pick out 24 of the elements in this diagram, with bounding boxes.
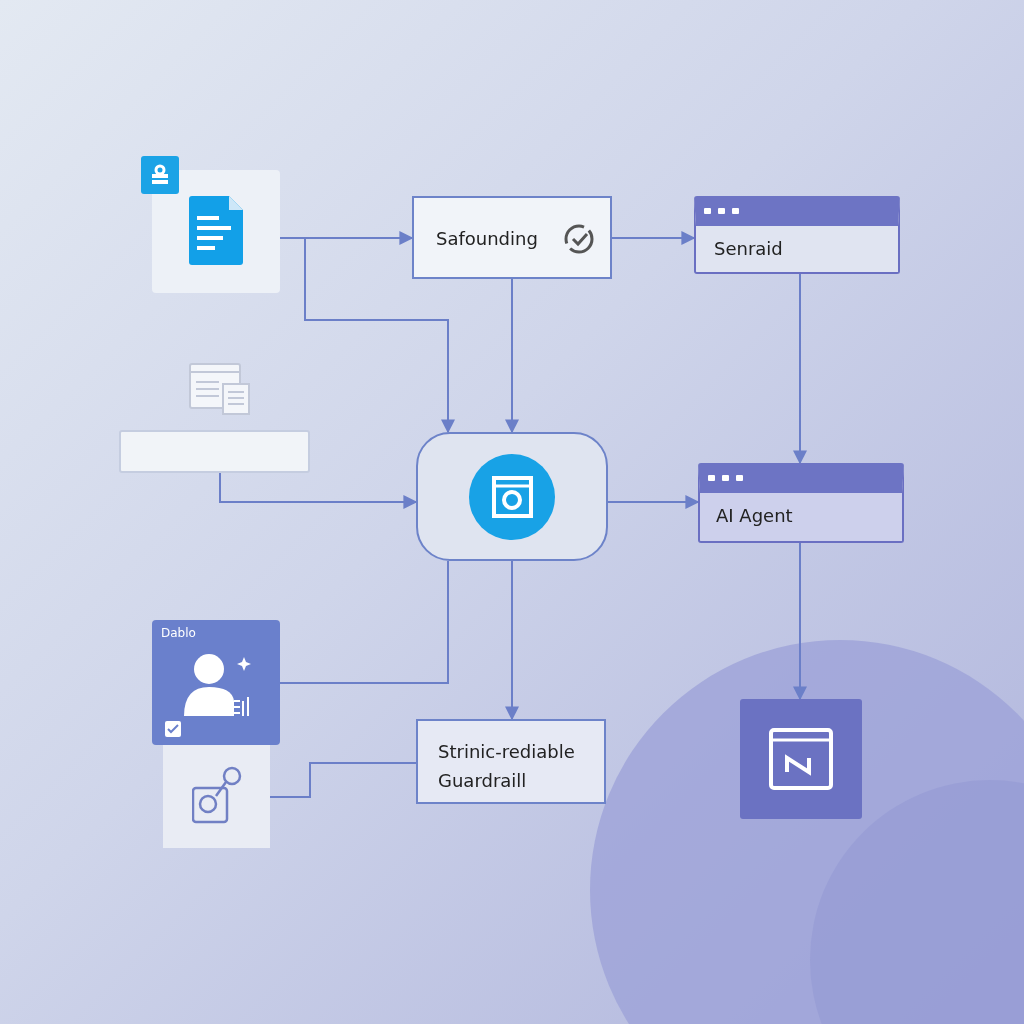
connector-line	[269, 762, 417, 798]
app-tile	[740, 699, 862, 819]
source-box	[119, 430, 310, 473]
node-label: Senraid	[714, 238, 783, 259]
window-box	[698, 463, 904, 543]
arrow	[793, 542, 807, 701]
node-label: AI Agent	[716, 505, 793, 526]
arrow	[793, 273, 807, 465]
process-box	[416, 719, 606, 804]
arrow	[505, 560, 519, 721]
arrow	[607, 495, 700, 509]
hub-box	[416, 432, 608, 561]
user-card	[152, 620, 280, 745]
node-label: Safounding	[436, 228, 538, 249]
process-box	[412, 196, 612, 279]
connector-line	[279, 560, 449, 684]
arrow	[219, 472, 418, 509]
node-label: Dablo	[161, 626, 196, 640]
arrow	[505, 278, 519, 434]
window-box	[694, 196, 900, 274]
arrow	[611, 231, 696, 245]
node-label: Strinic-rediable Guardraill	[438, 740, 576, 793]
tool-card	[163, 745, 270, 848]
arrow	[279, 237, 455, 434]
